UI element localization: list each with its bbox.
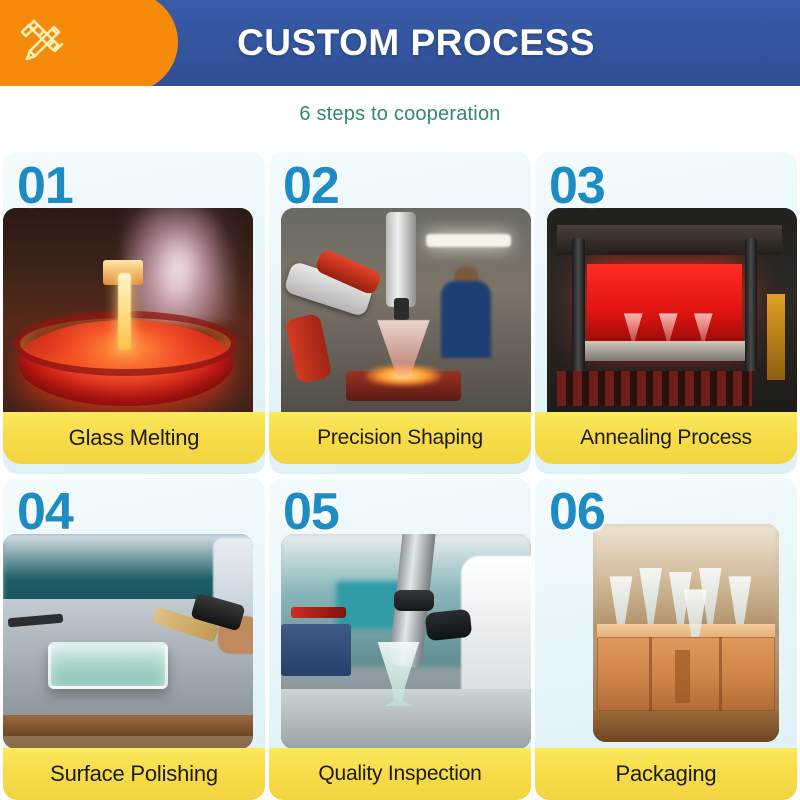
step-card-05[interactable]: 05 Quality Inspection (269, 478, 531, 800)
step-image-glass-melting (3, 208, 253, 423)
step-label: Quality Inspection (269, 748, 531, 800)
step-number: 04 (17, 483, 74, 541)
step-label: Packaging (535, 748, 797, 800)
step-image-quality-inspection (281, 534, 531, 749)
step-number: 02 (283, 157, 340, 215)
step-card-06[interactable]: 06 Packaging (535, 478, 797, 800)
step-image-surface-polishing (3, 534, 253, 749)
page-title: CUSTOM PROCESS (237, 22, 595, 63)
step-card-04[interactable]: 04 Surface Polishing (3, 478, 265, 800)
step-label: Glass Melting (3, 412, 265, 464)
step-label: Surface Polishing (3, 748, 265, 800)
header-badge-shape (0, 0, 178, 86)
step-image-precision-shaping (281, 208, 531, 423)
step-card-01[interactable]: 01 Glass Melting (3, 152, 265, 474)
step-number: 01 (17, 157, 74, 215)
crossed-pencil-ruler-icon (8, 10, 74, 76)
step-number: 05 (283, 483, 340, 541)
step-number: 06 (549, 483, 606, 541)
subtitle: 6 steps to cooperation (299, 103, 501, 125)
step-card-02[interactable]: 02 Precision Shaping (269, 152, 531, 474)
step-label: Annealing Process (535, 412, 797, 464)
step-number: 03 (549, 157, 606, 215)
step-card-03[interactable]: 03 Annealing Process (535, 152, 797, 474)
header-bar: CUSTOM PROCESS (0, 0, 800, 86)
step-label: Precision Shaping (269, 412, 531, 464)
steps-grid: 01 Glass Melting 02 (3, 152, 797, 800)
step-image-packaging (593, 524, 779, 742)
step-image-annealing-process (547, 208, 797, 423)
